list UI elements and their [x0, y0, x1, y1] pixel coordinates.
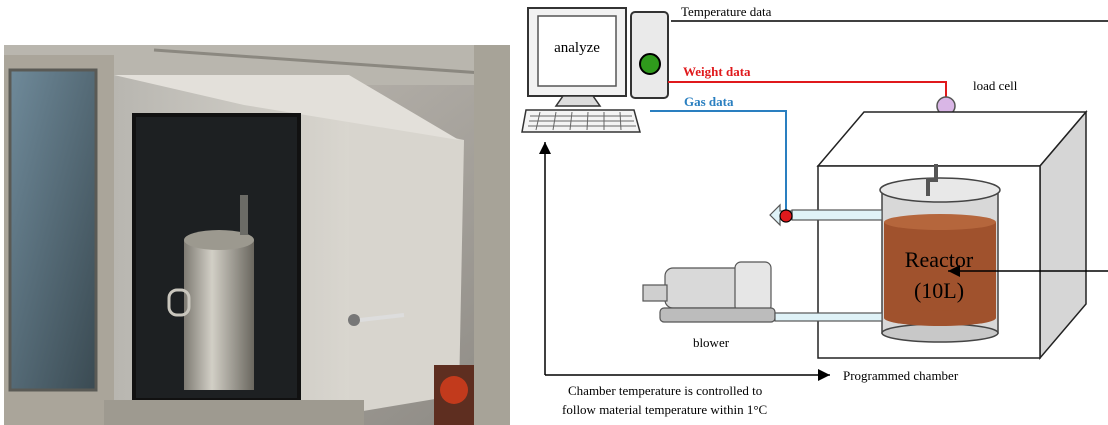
status-light-icon	[639, 53, 661, 75]
reactor-vessel	[879, 164, 1001, 343]
gas-sensor-icon	[779, 209, 793, 223]
gas-data-label: Gas data	[684, 94, 734, 109]
keyboard-icon	[521, 109, 641, 133]
control-note-line2: follow material temperature within 1°C	[562, 402, 767, 417]
temperature-data-label: Temperature data	[681, 4, 772, 19]
reactor-label-line2: (10L)	[914, 278, 964, 303]
weight-data-label: Weight data	[683, 64, 751, 79]
programmed-chamber-label: Programmed chamber	[843, 368, 959, 383]
gas-data-line	[650, 110, 787, 210]
weight-data-line	[668, 81, 947, 100]
computer-tower-icon	[630, 11, 669, 99]
computer-monitor-icon	[527, 7, 627, 107]
blower-icon	[642, 261, 776, 323]
reactor-label-line1: Reactor	[905, 247, 974, 272]
computer-label: analyze	[554, 40, 600, 56]
load-cell-label: load cell	[973, 78, 1018, 93]
apparatus-photo	[4, 45, 510, 425]
control-note-line1: Chamber temperature is controlled to	[568, 383, 762, 398]
gas-outlet-pipe	[769, 203, 883, 227]
air-inlet-pipe	[774, 312, 883, 322]
blower-label: blower	[693, 335, 730, 350]
